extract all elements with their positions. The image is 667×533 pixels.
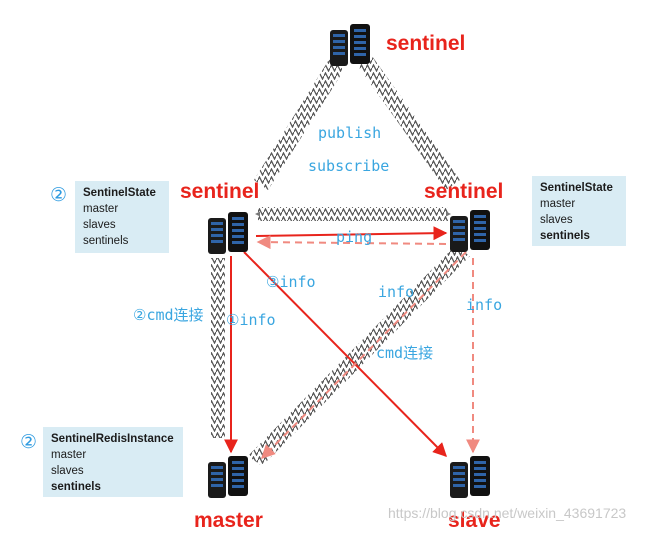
right-sentinel-label: sentinel	[424, 180, 503, 203]
left-state-marker: ②	[50, 184, 68, 206]
wavy-link-top-right	[358, 56, 460, 190]
right-sentinel-state-box: SentinelState master slaves sentinels	[532, 176, 626, 246]
wavy-link-sentinels	[258, 207, 448, 221]
sentinel-left-server-icon	[208, 212, 248, 254]
master-label: master	[194, 509, 263, 532]
left-state-title: SentinelState	[83, 187, 156, 199]
redis-instance-marker: ②	[20, 431, 38, 453]
right-state-master: master	[540, 198, 576, 210]
slave-server-icon	[450, 456, 490, 498]
top-sentinel-label: sentinel	[386, 32, 465, 55]
left-state-master: master	[83, 203, 119, 215]
ping-label: ping	[336, 228, 372, 246]
redis-instance-sentinels: sentinels	[51, 481, 101, 493]
info-right-label: info	[466, 296, 502, 314]
watermark: https://blog.csdn.net/weixin_43691723	[388, 505, 627, 521]
wavy-link-cmd-master	[211, 258, 225, 438]
right-state-sentinels: sentinels	[540, 230, 590, 242]
left-state-sentinels: sentinels	[83, 235, 129, 247]
info-3-label: ③info	[266, 273, 316, 291]
left-state-slaves: slaves	[83, 219, 116, 231]
slave-label: slave	[448, 509, 501, 532]
info-1-label: ①info	[226, 311, 276, 329]
left-sentinel-state-box: SentinelState master slaves sentinels	[75, 181, 169, 253]
master-server-icon	[208, 456, 248, 498]
sentinel-right-server-icon	[450, 210, 490, 252]
subscribe-label: subscribe	[308, 157, 389, 175]
wavy-link-top-left	[254, 58, 344, 190]
right-state-slaves: slaves	[540, 214, 573, 226]
redis-instance-master: master	[51, 449, 87, 461]
info-cross-label: info	[378, 283, 414, 301]
info-slave-arrow	[243, 251, 447, 457]
info-cross-arrow	[261, 251, 467, 459]
sentinel-top-server-icon	[330, 24, 370, 66]
ping-arrow	[255, 226, 448, 241]
cmd-left-label: ②cmd连接	[133, 306, 204, 324]
ping-back-arrow	[256, 235, 447, 250]
left-sentinel-label: sentinel	[180, 180, 259, 203]
publish-label: publish	[318, 124, 381, 142]
redis-instance-title: SentinelRedisInstance	[51, 433, 174, 445]
cmd-cross-label: cmd连接	[376, 344, 433, 362]
redis-instance-slaves: slaves	[51, 465, 84, 477]
right-state-title: SentinelState	[540, 182, 613, 194]
sentinel-redis-instance-box: SentinelRedisInstance master slaves sent…	[43, 427, 183, 497]
wavy-link-cmd-cross	[248, 246, 470, 466]
